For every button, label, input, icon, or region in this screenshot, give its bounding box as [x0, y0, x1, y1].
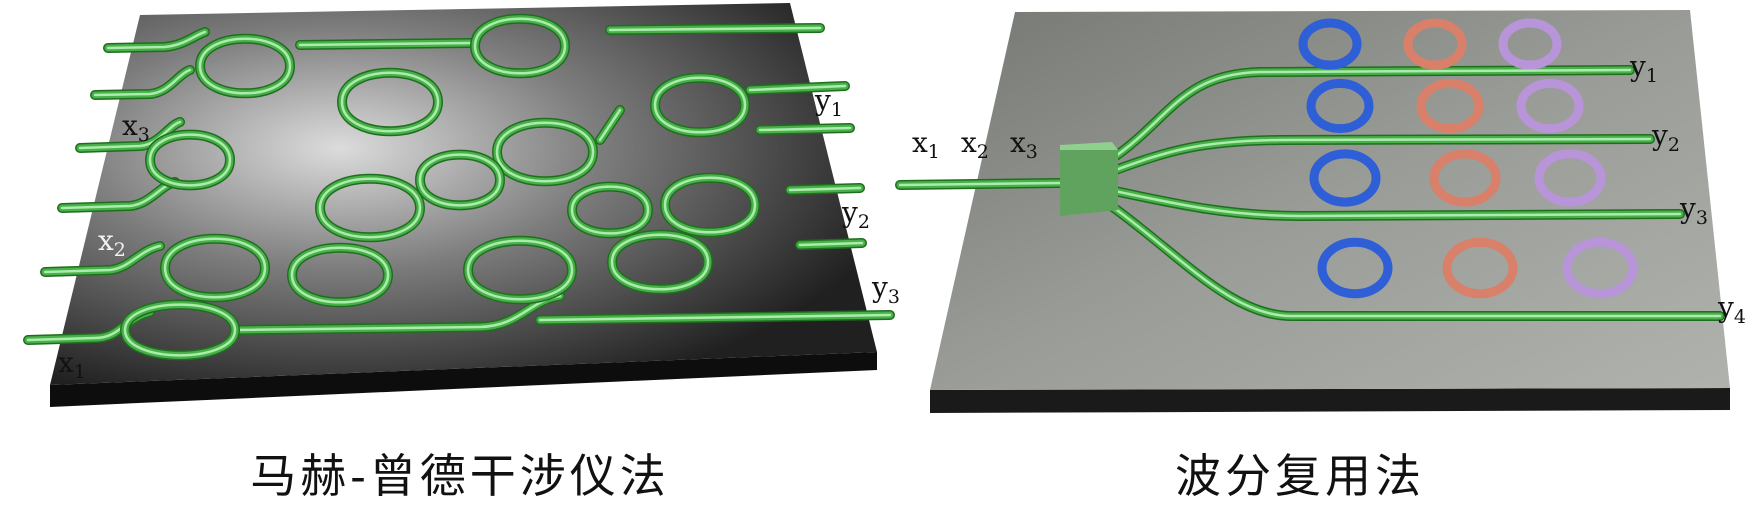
mzi-interferometer-arm: [607, 229, 713, 295]
mzi-input-label-x3: x3: [122, 109, 150, 146]
mzi-waveguide-segment: [535, 310, 895, 325]
wdm-output-waveguide-3: [1105, 185, 1685, 221]
mzi-output-labels: y1 y2 y3: [814, 84, 900, 308]
mzi-interferometer-arm: [337, 67, 443, 137]
wdm-input-label-x1: x1: [912, 126, 940, 163]
mzi-interferometer-arm: [195, 33, 295, 99]
mzi-waveguide-segment: [40, 241, 165, 277]
mzi-waveguide-mesh: [23, 13, 895, 361]
wdm-output-label-y3: y3: [1679, 192, 1708, 229]
micro-ring: [1317, 237, 1393, 299]
mzi-interferometer-arm: [492, 117, 598, 187]
wdm-output-waveguide-4: [1105, 200, 1725, 321]
mzi-waveguide-segment: [795, 238, 867, 250]
wdm-splitter-block: [1060, 142, 1118, 216]
mzi-waveguide-segment: [755, 123, 855, 135]
mzi-interferometer-arm: [650, 72, 750, 138]
mzi-waveguide-segment: [90, 65, 195, 100]
mzi-interferometer-arm: [145, 129, 235, 191]
wdm-caption: 波分复用法: [1175, 449, 1425, 503]
mzi-waveguide-segment: [595, 105, 625, 145]
mzi-interferometer-arm: [160, 233, 270, 303]
wdm-chip-side: [930, 388, 1730, 413]
mzi-interferometer-arm: [415, 149, 505, 211]
micro-ring: [1429, 149, 1501, 207]
wdm-output-waveguide-1: [1105, 65, 1635, 165]
mzi-interferometer-arm: [660, 172, 760, 238]
wdm-input-labels: x1 x2 x3: [912, 126, 1038, 163]
mzi-caption: 马赫-曾德干涉仪法: [250, 449, 670, 503]
mzi-interferometer-arm: [287, 242, 393, 308]
mzi-waveguide-segment: [605, 23, 825, 35]
mzi-interferometer-arm: [120, 299, 240, 361]
wdm-output-labels: y1 y2 y3 y4: [1629, 50, 1746, 328]
micro-ring: [1403, 18, 1467, 70]
mzi-chip-side: [50, 352, 877, 407]
mzi-interferometer-arm: [567, 181, 653, 239]
mzi-output-label-y2: y2: [841, 196, 870, 233]
wdm-waveguides: [895, 65, 1725, 321]
wdm-input-label-x3: x3: [1010, 126, 1038, 163]
wdm-output-waveguide-2: [1105, 134, 1655, 177]
micro-ring: [1442, 237, 1518, 299]
micro-ring: [1498, 18, 1562, 70]
wdm-input-label-x2: x2: [961, 126, 989, 163]
mzi-output-label-y3: y3: [871, 271, 900, 308]
mzi-waveguide-segment: [745, 81, 850, 95]
micro-ring: [1534, 149, 1606, 207]
mzi-waveguide-segment: [103, 27, 210, 53]
mzi-waveguide-segment: [785, 183, 865, 195]
mzi-interferometer-arm: [470, 13, 570, 79]
micro-ring: [1306, 78, 1374, 134]
micro-ring: [1309, 149, 1381, 207]
mzi-input-labels: x1 x2 x3: [58, 109, 150, 383]
mzi-interferometer-arm: [463, 235, 577, 305]
micro-ring: [1416, 78, 1484, 134]
micro-ring: [1298, 18, 1362, 70]
mzi-waveguide-segment: [295, 38, 475, 50]
mzi-interferometer-arm: [315, 173, 425, 243]
mzi-input-label-x1: x1: [58, 346, 86, 383]
mzi-output-label-y1: y1: [814, 84, 843, 121]
wdm-output-label-y1: y1: [1629, 50, 1658, 87]
wdm-output-label-y4: y4: [1717, 291, 1746, 328]
micro-ring: [1562, 237, 1638, 299]
micro-ring: [1516, 78, 1584, 134]
mzi-input-label-x2: x2: [98, 224, 126, 261]
wdm-micro-rings: [1298, 18, 1638, 299]
wdm-input-waveguide: [895, 178, 1065, 190]
wdm-output-label-y2: y2: [1651, 119, 1680, 156]
